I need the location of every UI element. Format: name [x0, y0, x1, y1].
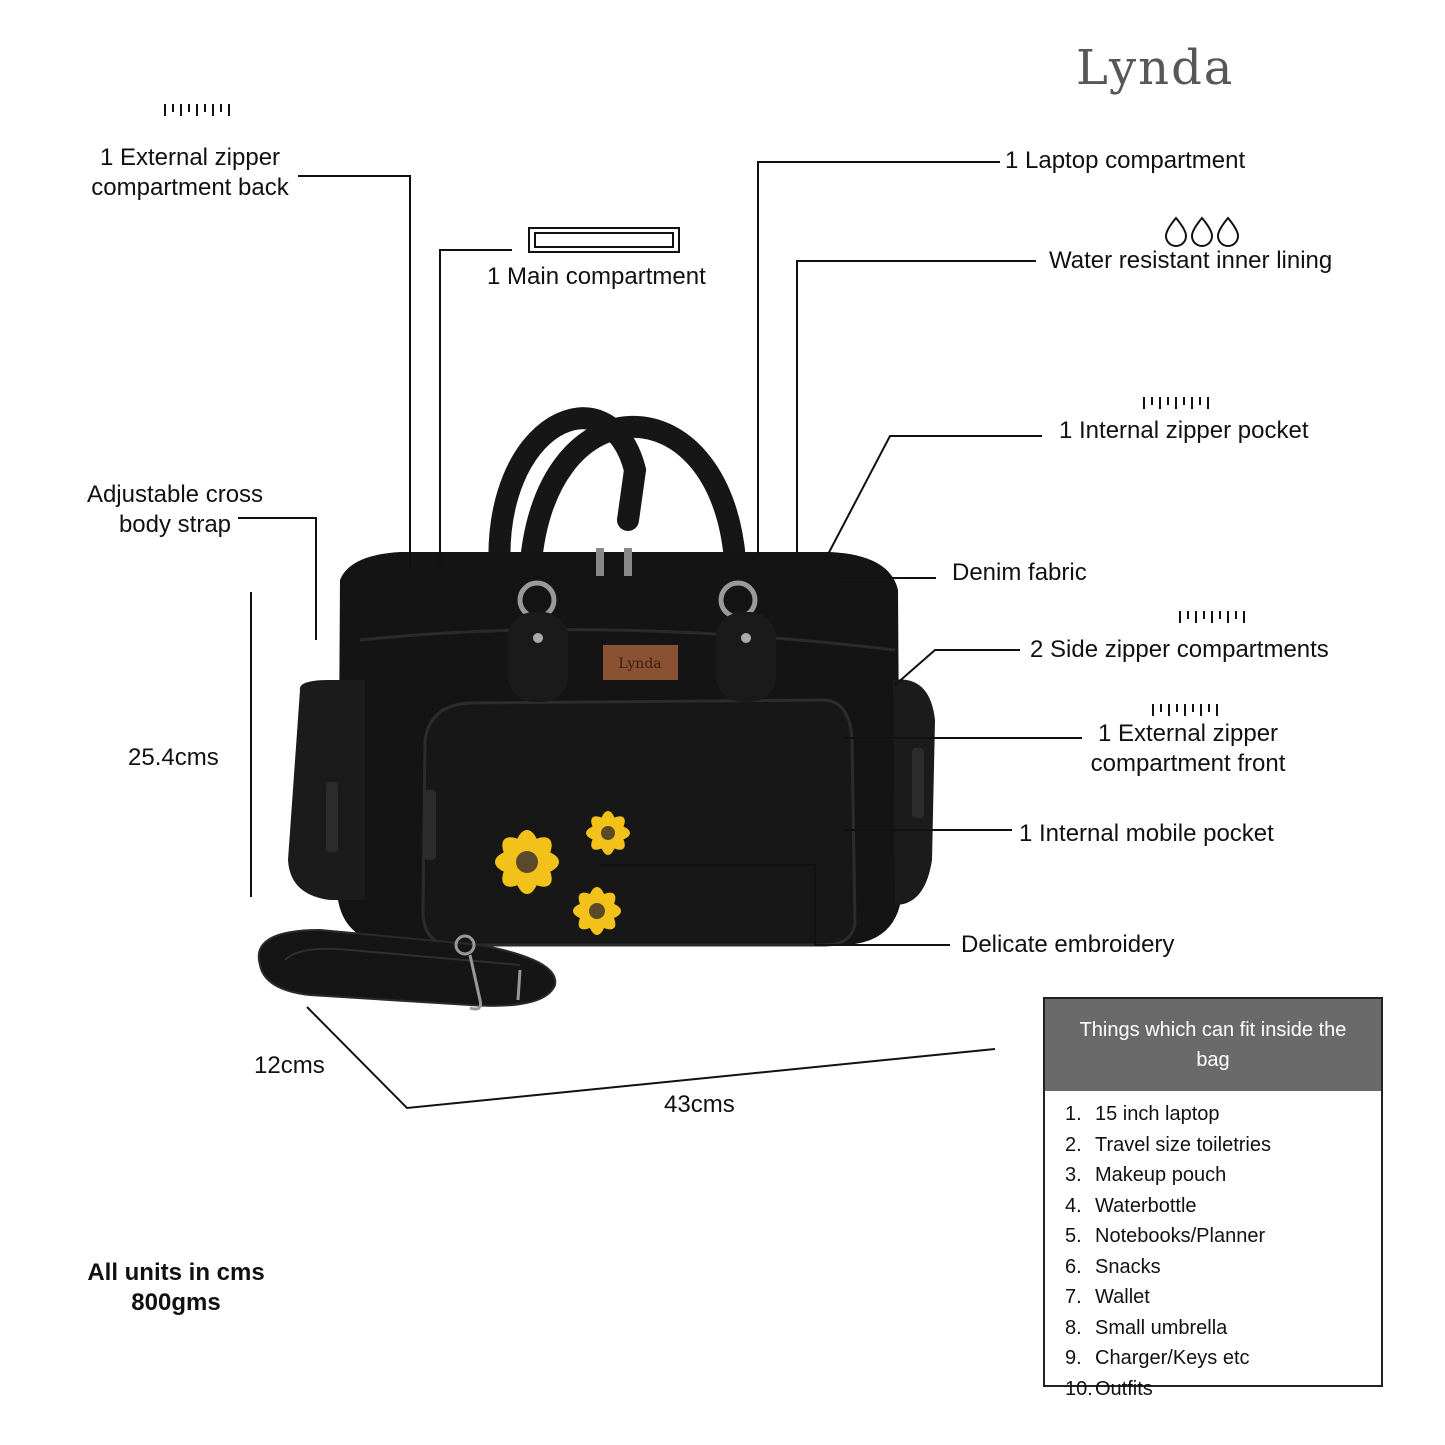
- list-item: 2.Travel size toiletries: [1065, 1133, 1271, 1156]
- fit-inside-box: Things which can fit inside the bag 1.15…: [1043, 997, 1383, 1400]
- list-item: 5.Notebooks/Planner: [1065, 1225, 1266, 1247]
- denim-label: Denim fabric: [952, 559, 1087, 586]
- handle-right: [519, 415, 746, 586]
- list-item: 1.15 inch laptop: [1065, 1103, 1220, 1125]
- laptop-compartment-label: 1 Laptop compartment: [1005, 147, 1246, 174]
- list-item: 9.Charger/Keys etc: [1065, 1347, 1250, 1369]
- main-compartment-label: 1 Main compartment: [487, 263, 706, 290]
- list-item: 4.Waterbottle: [1065, 1194, 1197, 1217]
- list-item: 8.Small umbrella: [1065, 1316, 1228, 1339]
- list-item: 3.Makeup pouch: [1065, 1164, 1227, 1186]
- height-dimension: 25.4cms: [128, 744, 219, 771]
- tab-right: [716, 612, 776, 702]
- list-item: 6.Snacks: [1065, 1255, 1161, 1278]
- side-zipper-label: 2 Side zipper compartments: [1030, 636, 1329, 663]
- tab-left: [508, 612, 568, 702]
- brand-logo: Lynda: [1076, 40, 1235, 96]
- width-dimension: 43cms: [664, 1091, 735, 1118]
- cross-strap-label: Adjustable cross body strap: [86, 481, 264, 538]
- patch-label: Lynda: [618, 656, 661, 672]
- units-note: All units in cms 800gms: [87, 1259, 265, 1316]
- fit-box-list: 1.15 inch laptop 2.Travel size toiletrie…: [1045, 1091, 1381, 1404]
- fit-box-title: Things which can fit inside the bag: [1045, 999, 1381, 1091]
- embroidery-label: Delicate embroidery: [961, 931, 1175, 958]
- ext-zipper-front-label: 1 External zipper compartment front: [1090, 720, 1286, 777]
- depth-dimension: 12cms: [254, 1052, 325, 1079]
- ext-zipper-back-label: 1 External zipper compartment back: [91, 144, 289, 201]
- brand-patch: [603, 645, 678, 680]
- list-item: 10.Outfits: [1065, 1377, 1153, 1400]
- water-resistant-label: Water resistant inner lining: [1049, 247, 1333, 274]
- top-zipper: [359, 628, 896, 652]
- list-item: 7.Wallet: [1065, 1286, 1150, 1308]
- handle-left: [488, 407, 647, 586]
- internal-zipper-label: 1 Internal zipper pocket: [1059, 417, 1309, 444]
- front-pocket: [421, 698, 857, 947]
- mobile-pocket-label: 1 Internal mobile pocket: [1019, 820, 1274, 847]
